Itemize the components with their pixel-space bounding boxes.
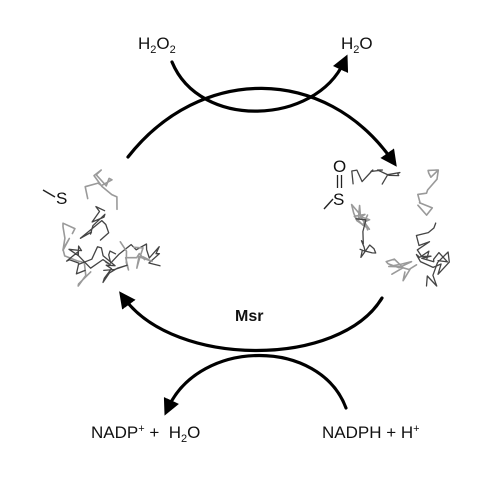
oxidized-methionine-group: S O xyxy=(323,157,346,210)
protein-backbone-strand xyxy=(350,203,371,231)
oxidation-arrow xyxy=(126,86,397,167)
protein-backbone-strand xyxy=(84,169,118,211)
peroxide-to-water-arrow xyxy=(170,54,349,113)
water-label-top: H2O xyxy=(341,34,373,56)
nadp-water-label: NADP+ + H2O xyxy=(91,423,200,445)
protein-backbone-strand xyxy=(355,218,377,259)
sulfur-atom-oxidized: S xyxy=(333,190,344,209)
protein-backbone-strand xyxy=(79,205,110,241)
sulfur-atom-reduced: S xyxy=(56,189,67,208)
protein-structure-reduced xyxy=(62,169,161,287)
protein-backbone-strand xyxy=(65,245,111,275)
protein-backbone-strand xyxy=(385,258,418,282)
reduced-methionine-group: S xyxy=(42,189,67,208)
protein-backbone-strand xyxy=(78,246,128,284)
protein-backbone-strand xyxy=(62,222,92,287)
protein-backbone-strand xyxy=(416,169,440,216)
enzyme-label: Msr xyxy=(235,308,263,325)
methyl-bond-left xyxy=(42,189,56,198)
protein-structure-oxidized xyxy=(350,169,450,287)
oxygen-atom: O xyxy=(333,157,346,176)
reduction-arrow xyxy=(119,291,384,352)
protein-backbone-strand xyxy=(415,250,450,287)
protein-backbone-strand xyxy=(351,169,401,185)
protein-backbone-strand xyxy=(108,243,161,267)
nadph-label: NADPH + H+ xyxy=(322,423,420,442)
hydrogen-peroxide-label: H2O2 xyxy=(138,34,176,56)
nadph-to-nadp-arrow xyxy=(163,354,348,416)
methyl-bond-right xyxy=(323,198,334,210)
protein-backbone-strand xyxy=(415,222,449,263)
